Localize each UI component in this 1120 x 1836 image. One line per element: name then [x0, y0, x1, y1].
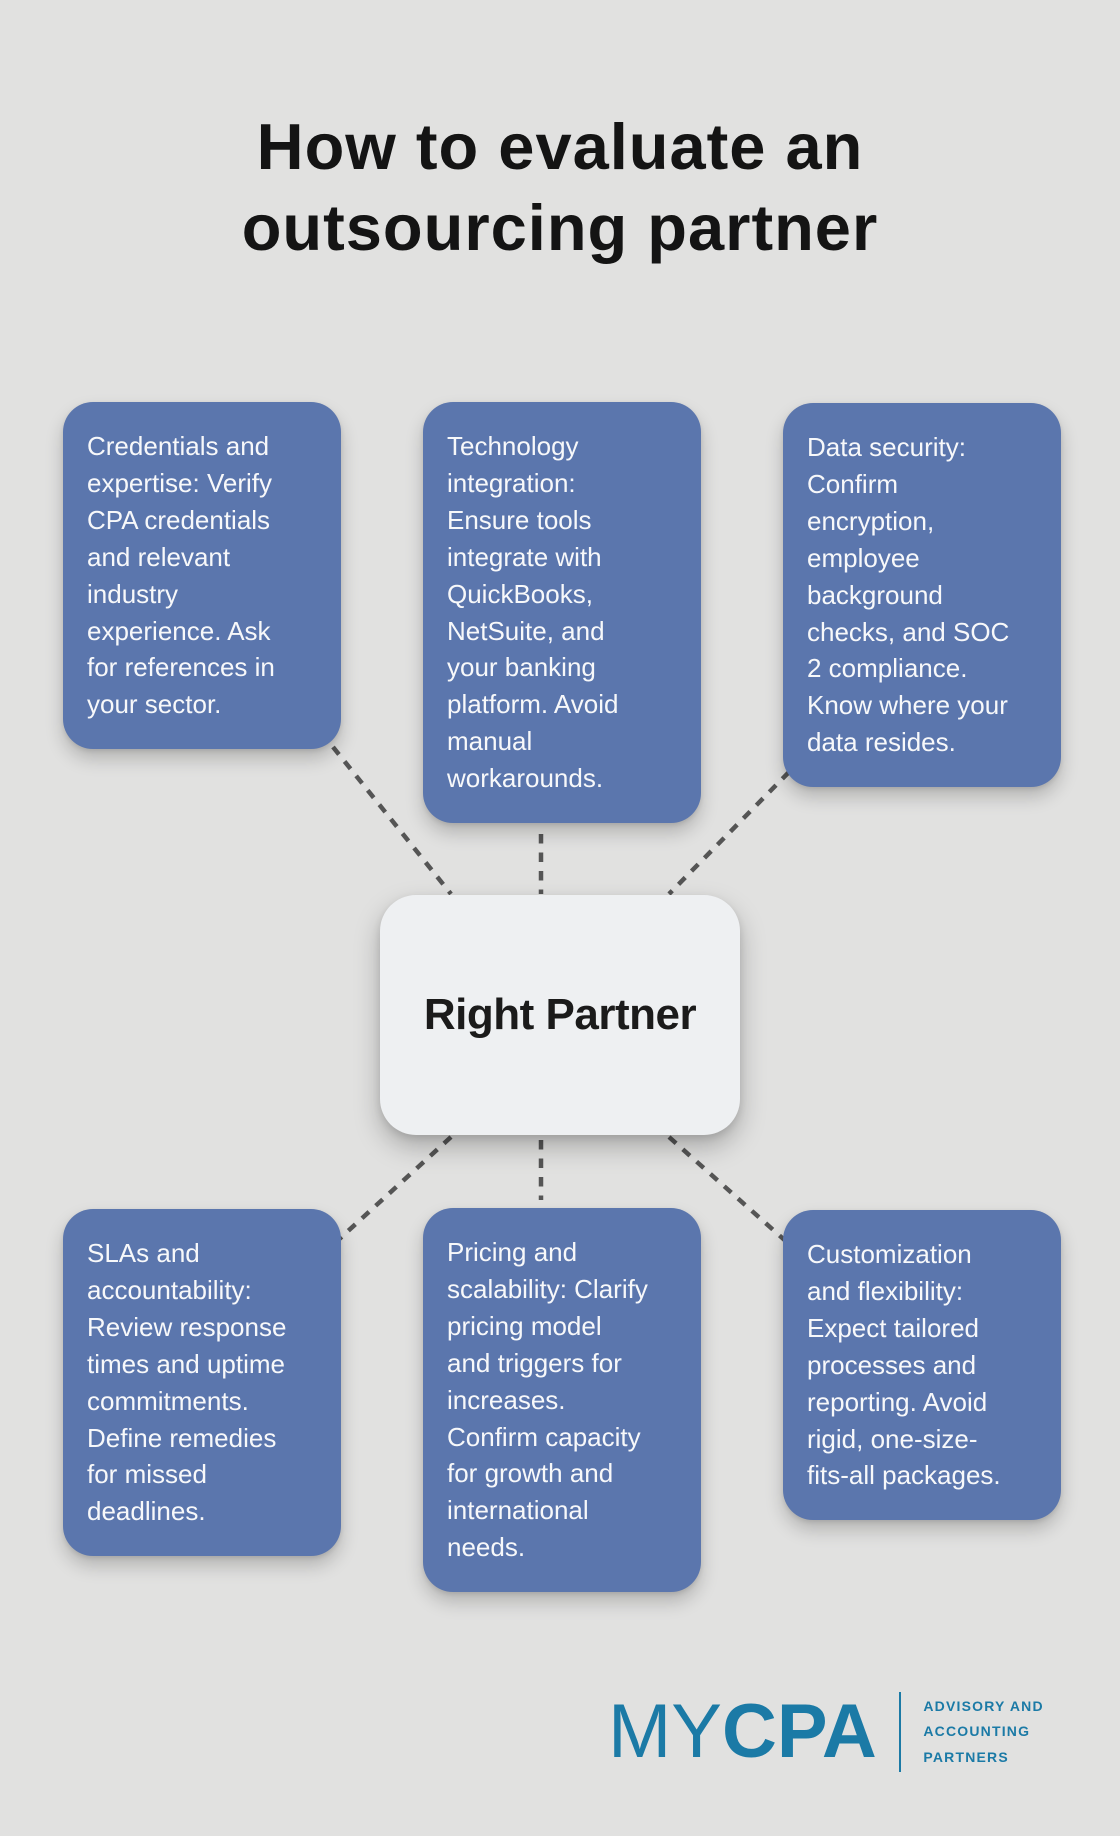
center-node: Right Partner [380, 895, 740, 1135]
logo-wordmark: MYCPA [608, 1694, 877, 1770]
card-credentials-expertise: Credentials and expertise: Verify CPA cr… [63, 402, 341, 750]
mycpa-logo: MYCPA ADVISORY AND ACCOUNTING PARTNERS [608, 1692, 1044, 1772]
card-data-security: Data security: Confirm encryption, emplo… [783, 403, 1061, 788]
card-slas-accountability: SLAs and accountability: Review response… [63, 1209, 341, 1557]
logo-divider [898, 1692, 902, 1772]
card-pricing-scalability: Pricing and scalability: Clarify pricing… [423, 1208, 701, 1593]
logo-wordmark-my: MY [608, 1689, 722, 1774]
page-title: How to evaluate an outsourcing partner [241, 110, 879, 265]
logo-wordmark-cpa: CPA [722, 1689, 877, 1774]
logo-tagline: ADVISORY AND ACCOUNTING PARTNERS [923, 1698, 1044, 1765]
center-node-label: Right Partner [423, 990, 697, 1039]
card-customization-flexibility: Customization and flexibility: Expect ta… [783, 1210, 1061, 1521]
card-technology-integration: Technology integration: Ensure tools int… [423, 402, 701, 824]
